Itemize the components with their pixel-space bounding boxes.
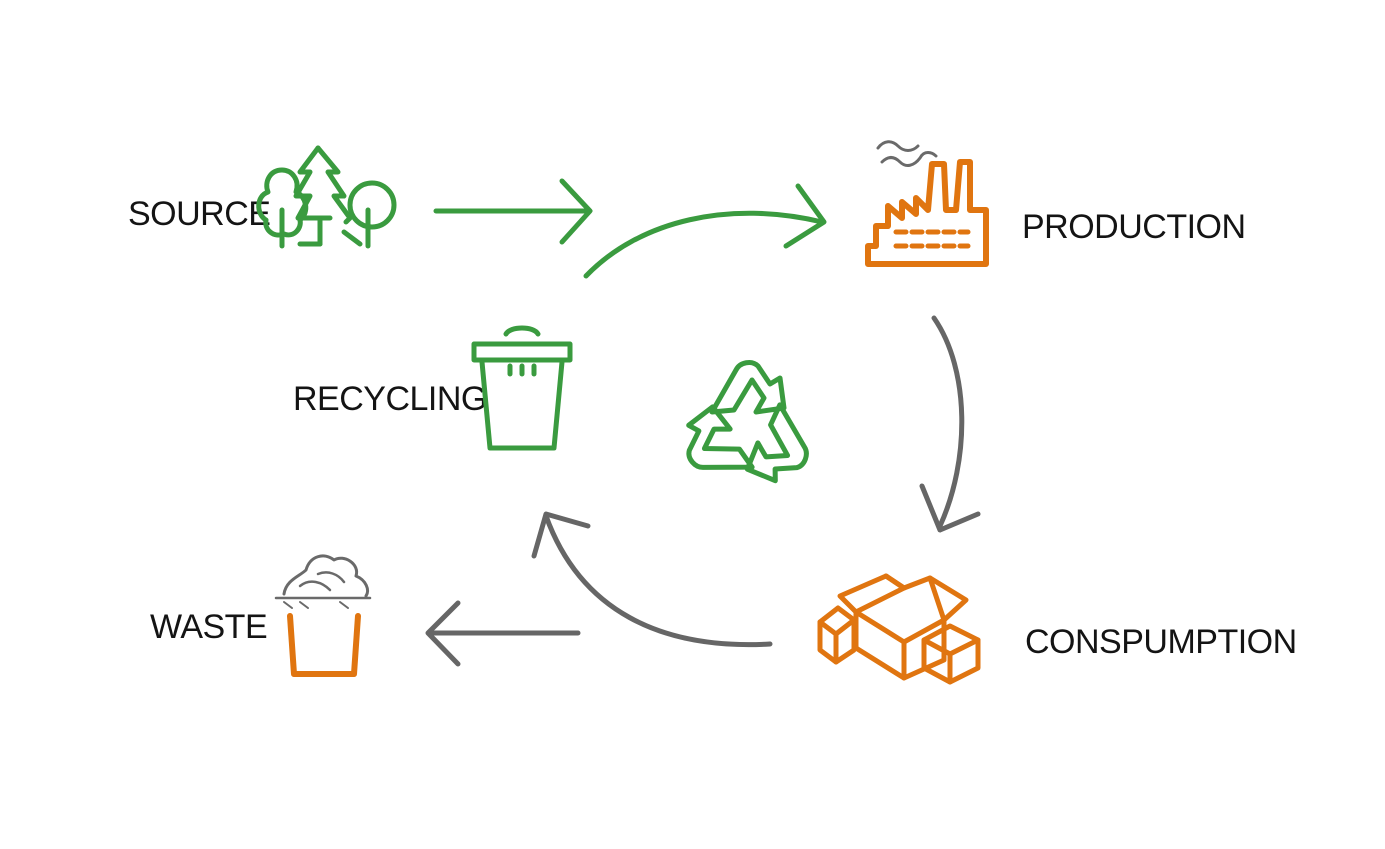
boxes-icon (817, 573, 981, 685)
arrow-consumption-to-recycling (531, 511, 773, 648)
arrow-consumption-to-waste (425, 600, 581, 667)
consumption-label: CONSPUMPTION (1025, 623, 1297, 661)
source-label: SOURCE (128, 195, 270, 233)
arrow-production-to-consumption (919, 315, 981, 533)
arrow-source-to-production (433, 178, 593, 245)
factory-icon (865, 140, 989, 267)
waste-label: WASTE (150, 608, 267, 646)
production-label: PRODUCTION (1022, 208, 1246, 246)
recycle-symbol-icon (673, 360, 822, 492)
recycle-bin-icon (471, 325, 573, 451)
recycling-label: RECYCLING (293, 380, 487, 418)
trees-icon (256, 145, 397, 249)
waste-bin-icon (274, 554, 372, 677)
arrow-recycling-to-production (583, 183, 827, 279)
